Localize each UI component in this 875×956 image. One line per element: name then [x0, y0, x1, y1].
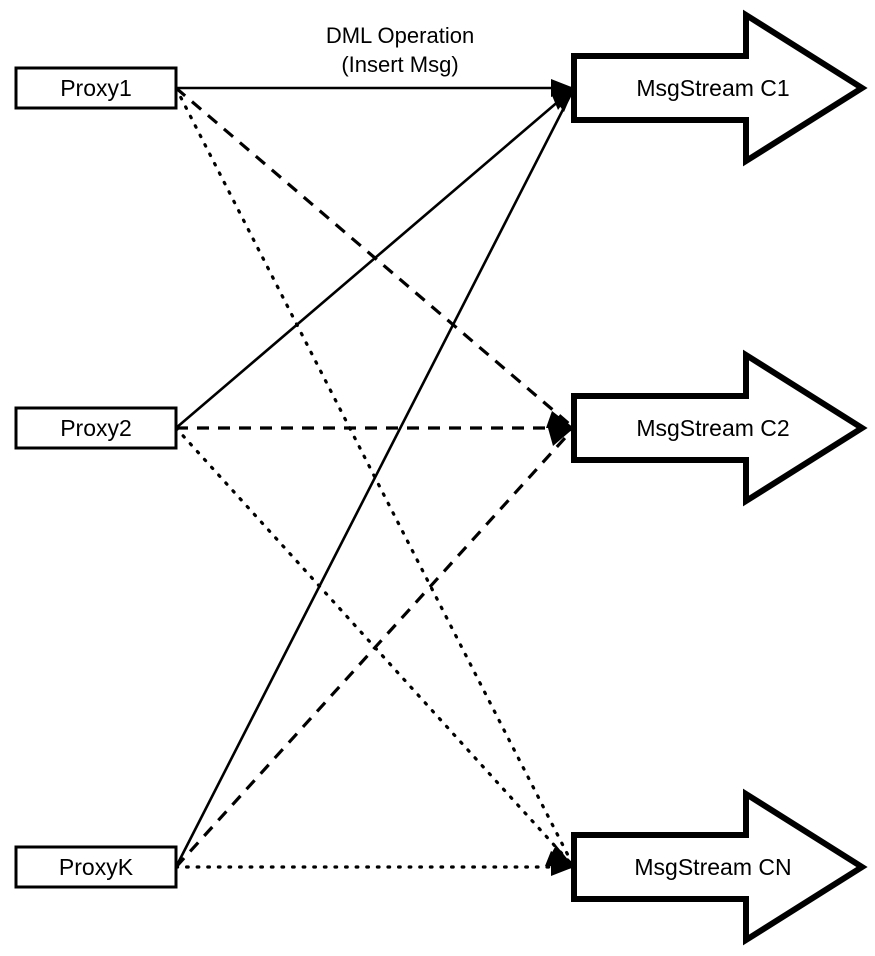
- edge-label-line2: (Insert Msg): [341, 52, 458, 77]
- arrowhead-proxyk-c2: [548, 428, 574, 446]
- proxy-node-proxy2[interactable]: Proxy2: [14, 406, 178, 450]
- proxy-node-proxyk[interactable]: ProxyK: [14, 845, 178, 889]
- stream-c2-arrow-shape[interactable]: [571, 349, 868, 507]
- edge-label-line1: DML Operation: [326, 23, 474, 48]
- edge-proxyk-to-stream-c2: [174, 426, 576, 869]
- stream-cn-label: MsgStream CN: [634, 854, 791, 880]
- arrowhead-layer: [545, 79, 574, 876]
- proxy-node-proxy1[interactable]: Proxy1: [14, 66, 178, 110]
- edge-proxy2-to-stream-c1: [175, 87, 575, 429]
- stream-cn-arrow-shape[interactable]: [571, 788, 868, 946]
- stream-c1-arrow-shape[interactable]: [571, 9, 868, 167]
- stream-nodes: MsgStream C1 MsgStream C2 MsgStream CN: [571, 9, 868, 946]
- stream-node-c1[interactable]: MsgStream C1: [571, 9, 868, 167]
- edge-annotation: DML Operation (Insert Msg): [326, 23, 474, 77]
- proxy-nodes: Proxy1 Proxy2 ProxyK: [14, 66, 178, 889]
- edge-layer: [174, 86, 576, 869]
- stream-node-cn[interactable]: MsgStream CN: [571, 788, 868, 946]
- stream-c1-label: MsgStream C1: [636, 75, 789, 101]
- proxyk-label: ProxyK: [59, 854, 134, 880]
- stream-c2-label: MsgStream C2: [636, 415, 789, 441]
- proxy1-label: Proxy1: [60, 75, 132, 101]
- proxy1-box[interactable]: [14, 66, 178, 110]
- proxyk-box[interactable]: [14, 845, 178, 889]
- proxy2-label: Proxy2: [60, 415, 132, 441]
- edge-proxyk-to-stream-c1: [174, 87, 576, 868]
- arrowhead-proxyk-cn: [551, 858, 574, 876]
- arrowhead-proxyk-c1: [554, 88, 574, 112]
- proxy2-box[interactable]: [14, 406, 178, 450]
- stream-node-c2[interactable]: MsgStream C2: [571, 349, 868, 507]
